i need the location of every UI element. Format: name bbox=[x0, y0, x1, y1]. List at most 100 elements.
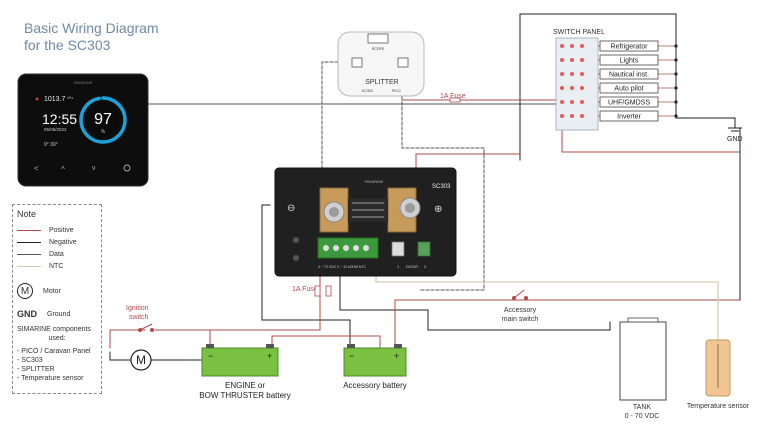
gnd-legend-symbol: GND bbox=[17, 309, 37, 319]
switch-dot bbox=[570, 100, 574, 104]
pico-brand: SIMARINE bbox=[73, 80, 93, 85]
tank-label-1: TANK bbox=[633, 404, 651, 411]
legend-label: Positive bbox=[49, 227, 74, 234]
title-line-1: Basic Wiring Diagram bbox=[24, 20, 159, 36]
switch-dot bbox=[580, 72, 584, 76]
component-item: - Temperature sensor bbox=[17, 375, 84, 382]
legend-line bbox=[17, 266, 41, 267]
accessory-switch-label-1: Accessory bbox=[504, 307, 537, 314]
engine-battery: − + ENGINE or BOW THRUSTER battery bbox=[199, 344, 291, 400]
accessory-battery-minus: − bbox=[349, 351, 354, 361]
switch-item-label: Auto pilot bbox=[614, 86, 643, 93]
accessory-battery-label: Accessory battery bbox=[343, 381, 407, 390]
switch-dot bbox=[560, 86, 564, 90]
splitter-port-left: SC303 bbox=[362, 89, 373, 93]
pico-temp: 9° 30° bbox=[44, 142, 58, 148]
ignition-switch: Ignition switch bbox=[126, 305, 154, 332]
gnd-label: GND bbox=[727, 136, 743, 143]
switch-panel-title: SWITCH PANEL bbox=[553, 29, 605, 36]
sc303-port-1 bbox=[391, 241, 405, 257]
positive-wire-battery bbox=[271, 335, 381, 349]
component-item: - PICO / Caravan Panel bbox=[17, 348, 91, 355]
legend-row: Negative bbox=[17, 239, 77, 246]
note-title: Note bbox=[17, 209, 37, 219]
switch-dot bbox=[560, 44, 564, 48]
switch-dot bbox=[560, 100, 564, 104]
junction-dot bbox=[674, 86, 678, 90]
switch-label-box bbox=[599, 54, 659, 66]
motor-wire bbox=[109, 351, 131, 361]
sc303-port-label-door: DOOR bbox=[406, 264, 418, 269]
pico-back-icon: < bbox=[34, 164, 39, 173]
switch-dot bbox=[580, 86, 584, 90]
legend-line bbox=[17, 230, 41, 231]
motor-legend-label: Motor bbox=[43, 287, 61, 295]
engine-battery-plus: + bbox=[267, 351, 272, 361]
sc303-model: SC303 bbox=[432, 184, 451, 190]
motor-legend-icon: M bbox=[17, 283, 33, 299]
sc303-minus-symbol: ⊖ bbox=[287, 203, 295, 214]
switch-dot bbox=[580, 100, 584, 104]
switch-dot bbox=[560, 58, 564, 62]
diagram-title: Basic Wiring Diagram for the SC303 bbox=[24, 20, 159, 54]
legend-line bbox=[17, 242, 41, 243]
tank-label-2: 0 - 70 VDC bbox=[625, 413, 660, 420]
accessory-battery: − + Accessory battery bbox=[343, 344, 407, 390]
splitter-label: SPLITTER bbox=[365, 79, 398, 86]
negative-wire-main bbox=[261, 204, 351, 349]
legend-label: NTC bbox=[49, 263, 64, 270]
pico-time: 12:55 bbox=[42, 111, 77, 127]
engine-battery-minus: − bbox=[208, 351, 213, 361]
switch-label-box bbox=[599, 68, 659, 80]
switch-label-box bbox=[599, 40, 659, 52]
motor: M bbox=[130, 349, 152, 371]
pico-down-icon: v bbox=[92, 165, 96, 172]
legend-label: Data bbox=[49, 251, 64, 258]
pico-up-icon: ^ bbox=[61, 165, 65, 174]
motor-symbol: M bbox=[136, 353, 146, 367]
pico-gauge-ring bbox=[79, 96, 127, 144]
gnd-symbol-top: GND bbox=[727, 127, 743, 143]
switch-dot bbox=[570, 58, 574, 62]
junction-dot bbox=[674, 58, 678, 62]
pico-date: 05/06/2022 bbox=[44, 127, 67, 132]
pico-display: SIMARINE 1013.7 hPa 12:55 05/06/2022 9° … bbox=[17, 73, 149, 187]
switch-item-label: Lights bbox=[620, 58, 639, 65]
sc303-terminal-labels: 0 ~ 70 VDC 0 ~ 10 kOHM NTC bbox=[318, 265, 367, 269]
pico-power-icon bbox=[123, 164, 131, 172]
tank: TANK 0 - 70 VDC bbox=[619, 317, 667, 420]
fuse-top-label: 1A Fuse bbox=[440, 93, 466, 100]
switch-dot bbox=[570, 114, 574, 118]
splitter-dashed-wire-2 bbox=[401, 91, 485, 291]
sc303: SIMARINE SC303 ⊖ ⊕ 0 ~ 70 VDC 0 ~ 10 kOH… bbox=[274, 167, 457, 277]
pico-pressure-unit: hPa bbox=[67, 96, 73, 100]
pico-status-dot bbox=[35, 97, 39, 101]
switch-dot bbox=[560, 114, 564, 118]
pico-gauge-value: 97 bbox=[94, 111, 112, 128]
ignition-label-1: Ignition bbox=[126, 305, 149, 312]
sc303-port-label-1: 1 bbox=[397, 264, 400, 269]
positive-wire-fuse-left bbox=[209, 269, 321, 349]
legend-row: Positive bbox=[17, 227, 74, 234]
switch-dot bbox=[570, 72, 574, 76]
positive-wire-sc303 bbox=[415, 153, 521, 169]
switch-item-label: Inverter bbox=[617, 114, 641, 121]
switch-dot bbox=[580, 44, 584, 48]
legend-line bbox=[17, 254, 41, 255]
switch-dot bbox=[560, 72, 564, 76]
tank-wire bbox=[339, 274, 611, 331]
junction-dot bbox=[674, 100, 678, 104]
component-item: - SC303 bbox=[17, 357, 43, 364]
legend-row: NTC bbox=[17, 263, 63, 270]
switch-label-box bbox=[599, 82, 659, 94]
splitter: SCOPE SPLITTER SC303 PICO bbox=[337, 31, 425, 97]
temperature-sensor: Temperature sensor bbox=[687, 339, 750, 410]
note-motor-row: M Motor bbox=[17, 283, 61, 299]
switch-dot bbox=[580, 58, 584, 62]
switch-dot bbox=[570, 44, 574, 48]
motor-wire-2 bbox=[151, 359, 211, 373]
sc303-plus-symbol: ⊕ bbox=[434, 204, 442, 215]
sc303-port-2 bbox=[417, 241, 431, 257]
splitter-port-right: PICO bbox=[392, 89, 401, 93]
